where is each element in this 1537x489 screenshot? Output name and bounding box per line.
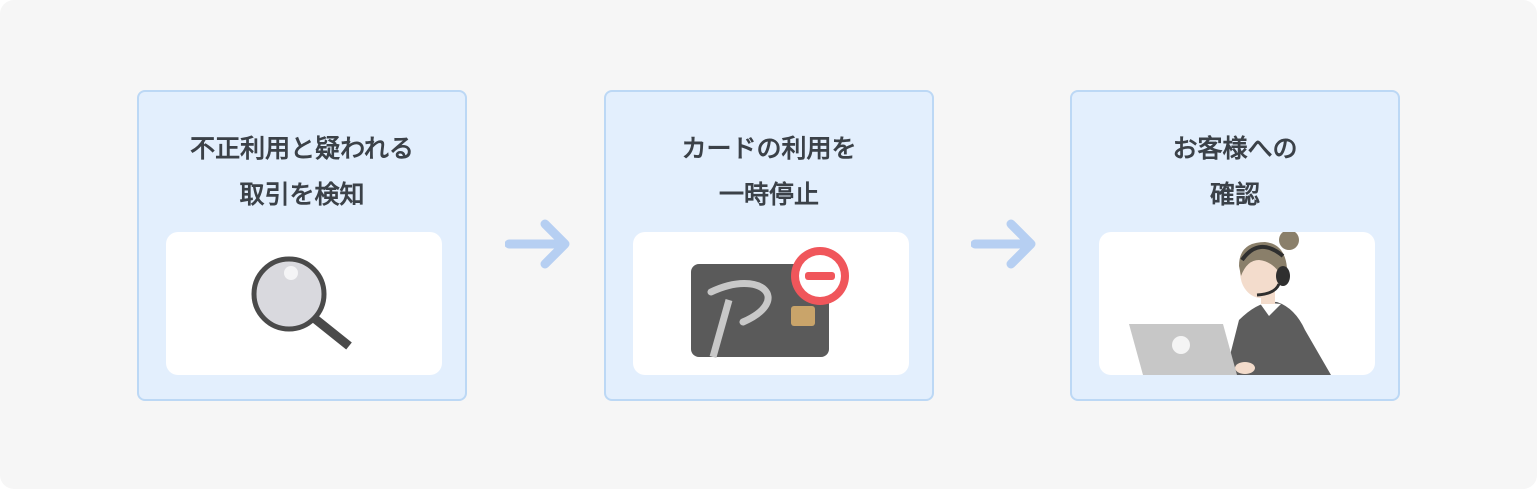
step-suspend-card: カードの利用を 一時停止 [604,90,934,401]
step-detect-card: 不正利用と疑われる 取引を検知 [137,90,467,401]
step-detect-illustration [166,232,442,375]
step-suspend-illustration [633,232,909,375]
arrow-right-icon [505,219,570,269]
magnifier-icon [251,256,352,350]
suspended-card-icon [691,247,849,358]
step-confirm-title: お客様への 確認 [1172,134,1298,209]
step-confirm-card: お客様への 確認 [1070,90,1400,401]
step-detect-title: 不正利用と疑われる 取引を検知 [190,134,414,209]
arrow-right-icon [971,219,1036,269]
step-confirm-illustration [1099,232,1375,375]
step-suspend-title: カードの利用を 一時停止 [681,134,857,209]
support-agent-icon [1129,232,1331,375]
